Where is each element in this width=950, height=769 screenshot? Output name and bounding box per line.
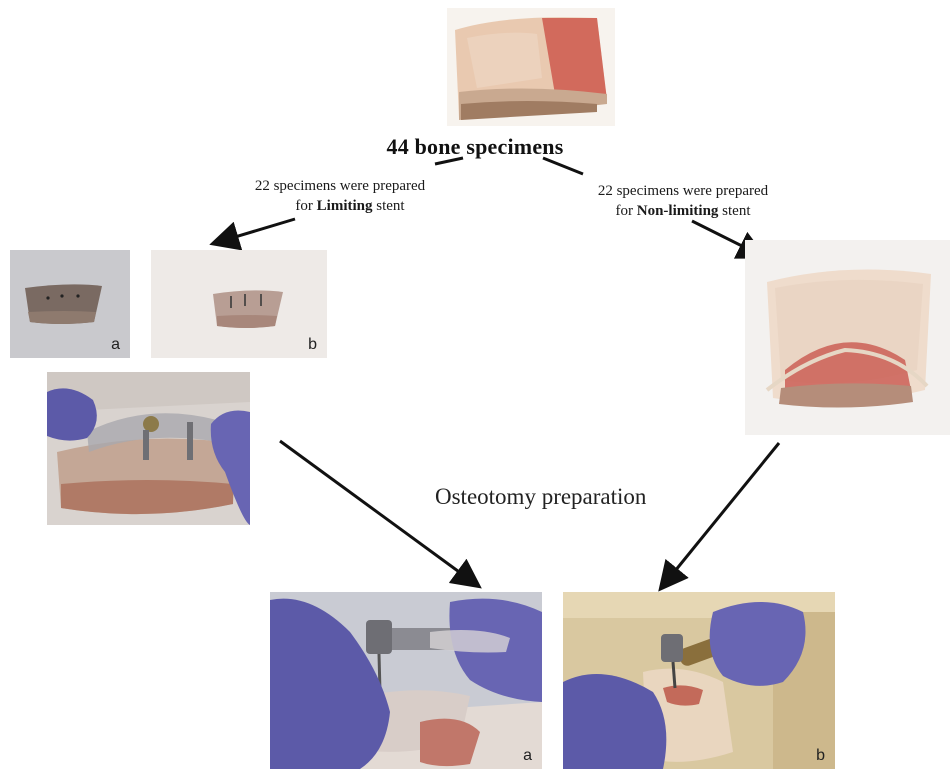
nonlimiting-note-line2: for Non-limiting stent [568,201,798,221]
limiting-suffix: stent [373,198,405,214]
limiting-stent-handling-photo [47,372,250,525]
arrow-to-drill-b [662,443,779,587]
arrow-title-right-connector [543,158,583,174]
arrow-to-limiting [215,219,295,243]
osteotomy-label: Osteotomy preparation [435,484,646,510]
limiting-note-line2: for Limiting stent [215,196,465,216]
nonlimiting-keyword: Non-limiting [637,203,719,219]
limiting-specimen-photo-b: b [151,250,327,358]
panel-letter-a: a [111,336,120,354]
panel-letter-a-drill: a [523,747,532,765]
limiting-branch-note: 22 specimens were prepared for Limiting … [215,176,465,216]
title: 44 bone specimens [0,134,950,160]
nonlimiting-branch-note: 22 specimens were prepared for Non-limit… [568,181,798,221]
arrow-to-drill-a [280,441,477,585]
nonlimiting-note-line1: 22 specimens were prepared [568,181,798,201]
nonlimiting-stent-photo [745,240,950,435]
limiting-prefix: for [295,198,316,214]
nonlimiting-prefix: for [615,203,636,219]
limiting-specimen-photo-a: a [10,250,130,358]
limiting-keyword: Limiting [317,198,373,214]
drilling-photo-a: a [270,592,542,769]
nonlimiting-suffix: stent [718,203,750,219]
bone-specimen-photo [447,8,615,126]
drilling-photo-b: b [563,592,835,769]
panel-letter-b-drill: b [816,747,825,765]
limiting-note-line1: 22 specimens were prepared [215,176,465,196]
panel-letter-b: b [308,336,317,354]
